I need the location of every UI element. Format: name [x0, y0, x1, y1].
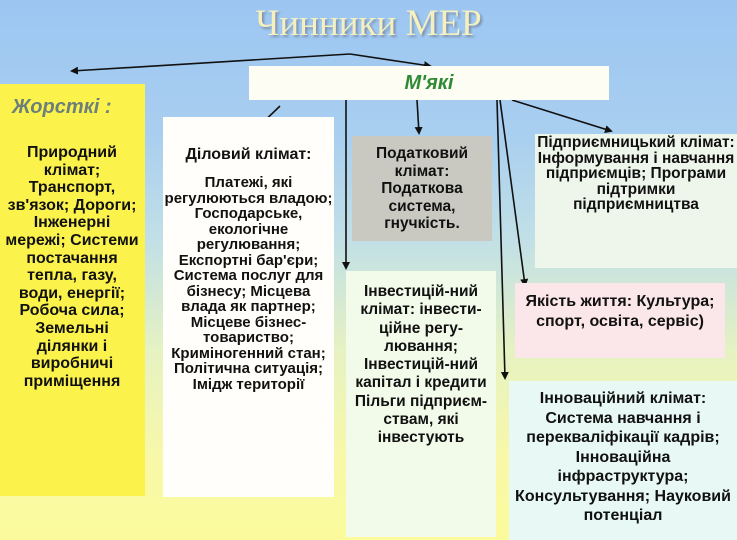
soft-factors-label: М'які — [404, 72, 454, 94]
investment-climate-text: Інвестицій-ний клімат: інвести-ційне рег… — [354, 283, 488, 447]
tax-climate-box: Податковий клімат: Податкова система, гн… — [352, 136, 492, 241]
business-climate-text: Платежі, які регулюються владою; Господа… — [164, 174, 333, 393]
entrepreneurship-climate-text: Підприємницький клімат: Інформування і н… — [537, 134, 735, 213]
hard-factors-panel — [0, 84, 145, 496]
hard-factors-label: Жорсткі : — [12, 96, 112, 118]
quality-of-life-box: Якість життя: Культура; спорт, освіта, с… — [515, 283, 725, 358]
tax-climate-text: Податковий клімат: Податкова система, гн… — [375, 145, 469, 232]
soft-factors-header: М'які — [249, 66, 609, 100]
entrepreneurship-climate-box: Підприємницький клімат: Інформування і н… — [535, 134, 737, 268]
investment-climate-box: Інвестицій-ний клімат: інвести-ційне рег… — [346, 271, 496, 537]
innovation-climate-text: Інноваційний клімат: Система навчання і … — [515, 390, 731, 524]
business-climate-box: Діловий клімат: Платежі, які регулюються… — [163, 117, 334, 497]
diagram-title: Чинники МЕР — [255, 3, 482, 44]
business-climate-heading: Діловий клімат: — [185, 146, 312, 163]
hard-factors-text: Природний клімат; Транспорт, зв'язок; До… — [5, 144, 139, 390]
innovation-climate-box: Інноваційний клімат: Система навчання і … — [509, 381, 737, 540]
quality-of-life-text: Якість життя: Культура; спорт, освіта, с… — [525, 293, 715, 330]
